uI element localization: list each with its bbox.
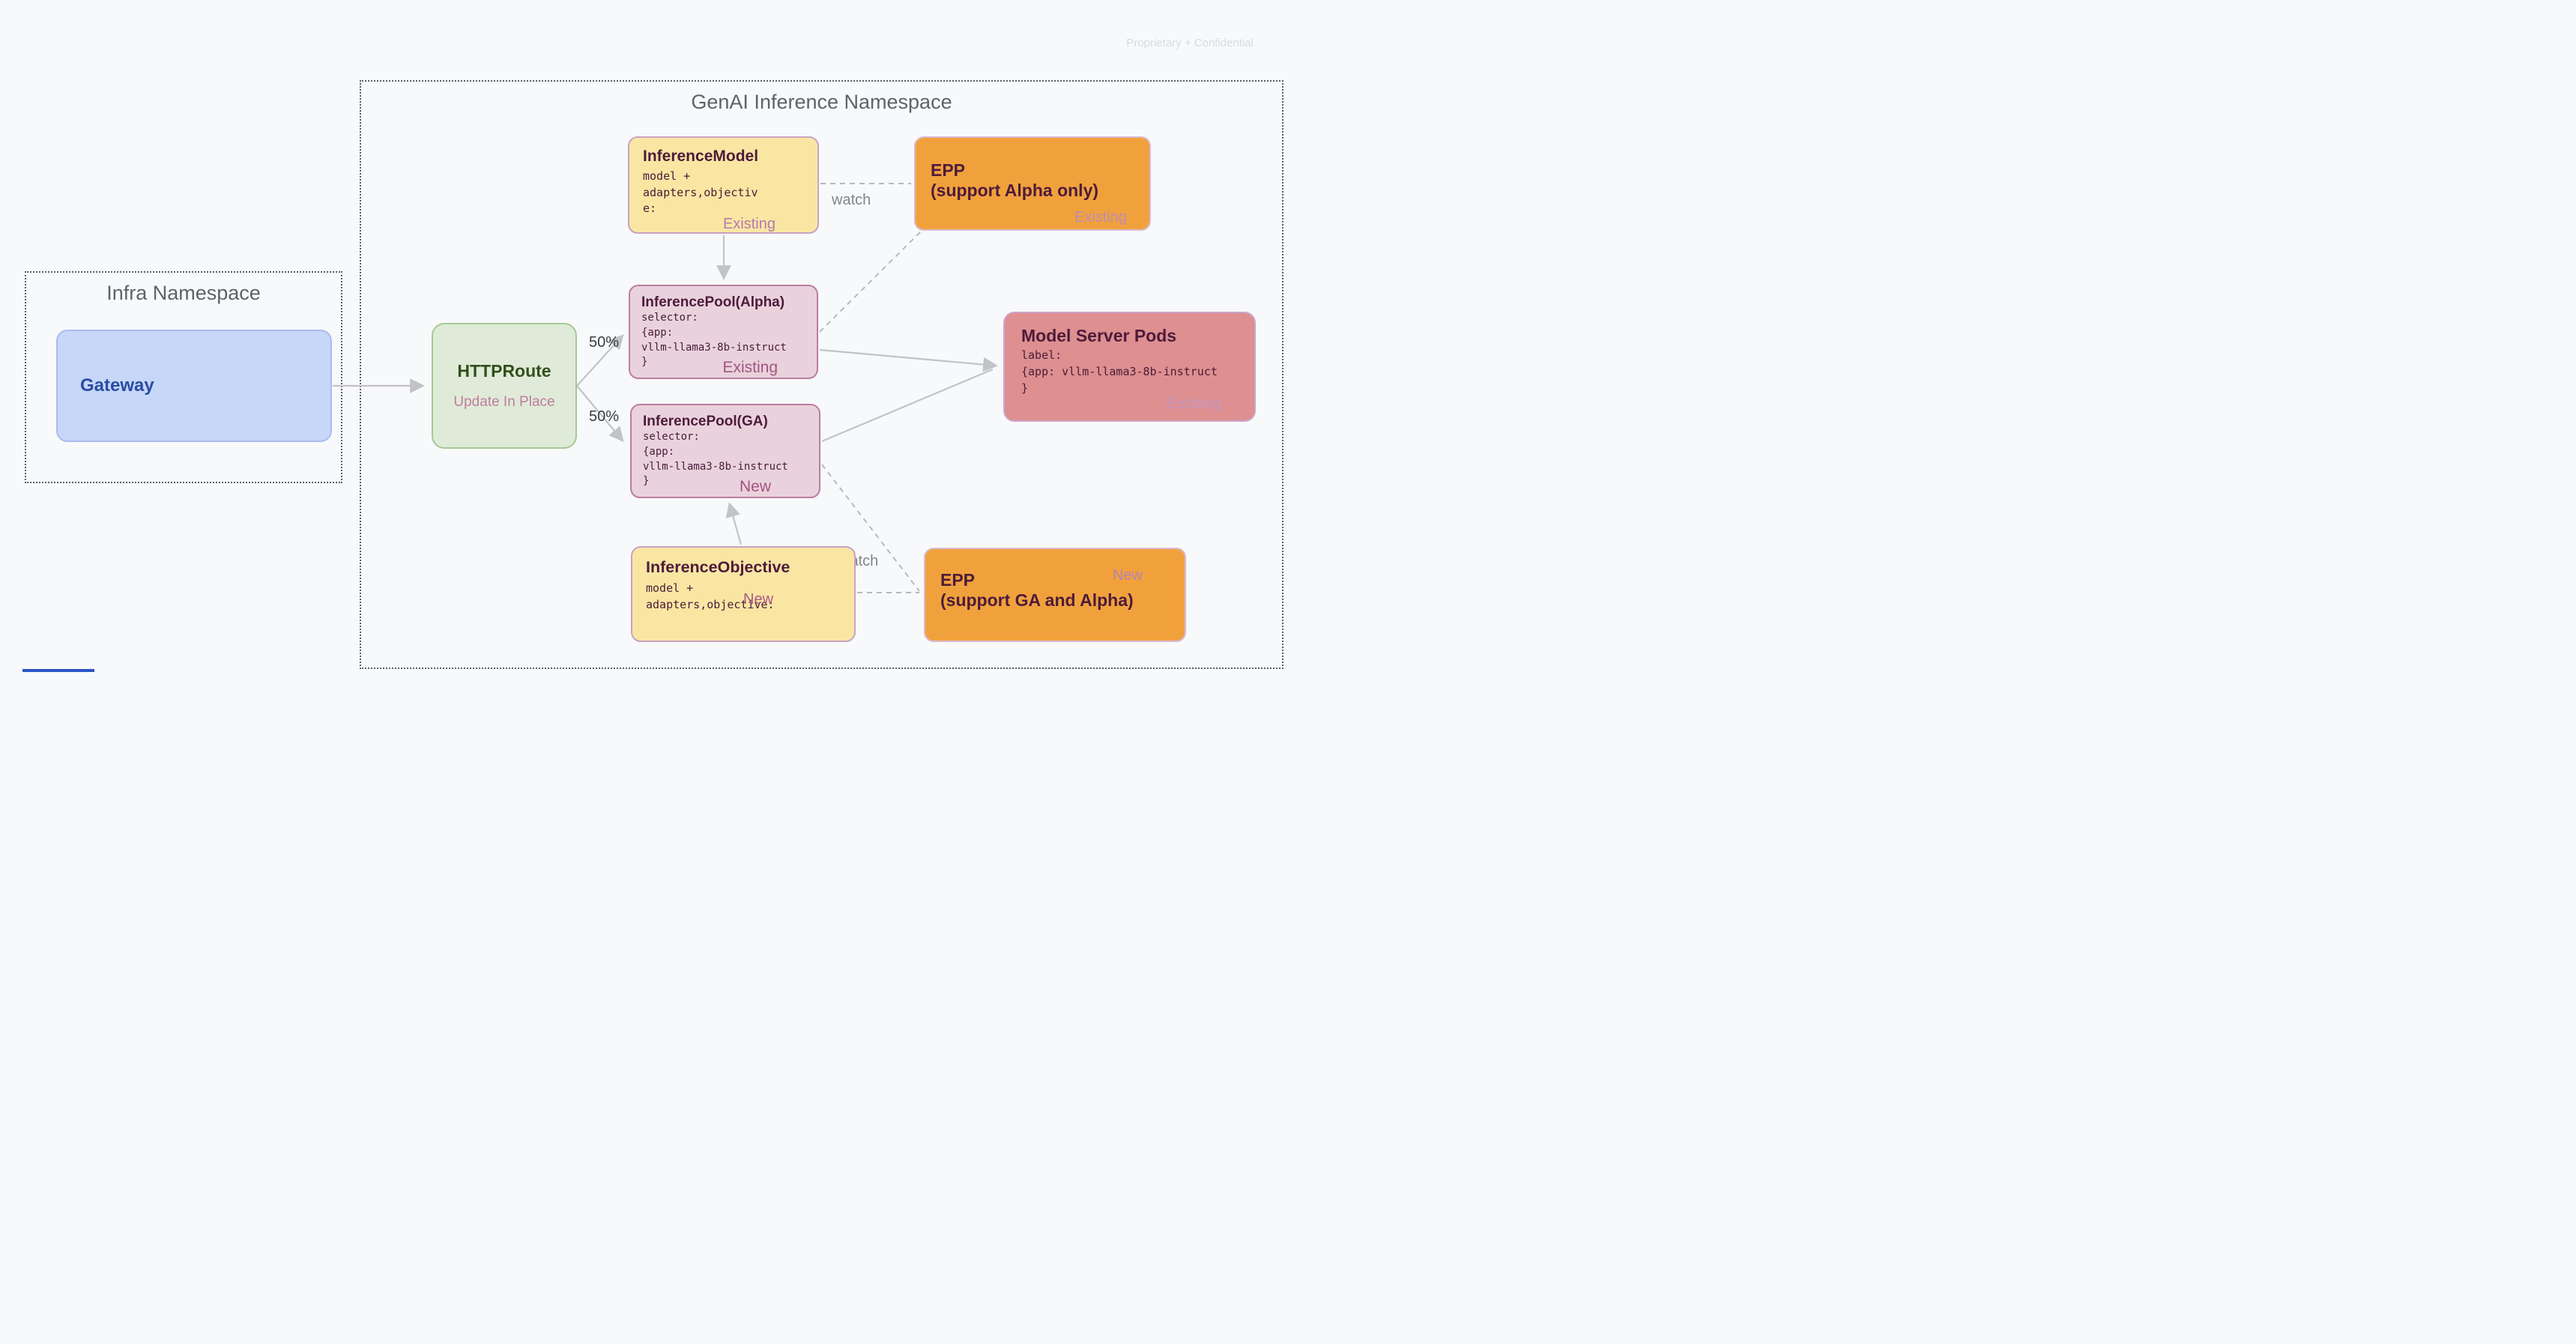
genai-namespace-title: GenAI Inference Namespace	[691, 91, 952, 113]
model-server-pods-label: label: {app: vllm-llama3-8b-instruct }	[1021, 348, 1218, 395]
httproute-node: HTTPRoute Update In Place	[432, 323, 577, 449]
epp-ga-node: EPP (support GA and Alpha) New	[924, 548, 1186, 642]
infra-namespace-title: Infra Namespace	[106, 282, 261, 304]
genai-inference-namespace-container: GenAI Inference Namespace	[360, 80, 1284, 669]
partial-slide-element	[22, 669, 94, 672]
inference-model-node: InferenceModel model + adapters,objectiv…	[628, 136, 819, 234]
inference-pool-ga-title: InferencePool(GA)	[643, 414, 768, 429]
model-server-pods-status-tag: Existing	[1166, 395, 1221, 412]
epp-alpha-title: EPP (support Alpha only)	[931, 160, 1099, 201]
model-server-pods-node: Model Server Pods label: {app: vllm-llam…	[1003, 312, 1256, 422]
httproute-title: HTTPRoute	[457, 361, 551, 381]
inference-pool-alpha-selector: selector: {app: vllm-llama3-8b-instruct …	[641, 312, 787, 369]
gateway-title: Gateway	[80, 375, 154, 396]
inference-objective-title: InferenceObjective	[646, 558, 790, 576]
httproute-subtitle: Update In Place	[453, 393, 555, 410]
inference-objective-status-tag: New	[743, 591, 774, 608]
epp-alpha-status-tag: Existing	[1074, 209, 1127, 225]
inference-model-title: InferenceModel	[643, 148, 759, 165]
confidentiality-watermark: Proprietary + Confidential	[1126, 37, 1254, 49]
inference-model-status-tag: Existing	[722, 216, 775, 232]
slide-canvas: Proprietary + Confidential GenAI Inferen…	[0, 0, 1288, 672]
model-server-pods-title: Model Server Pods	[1021, 326, 1177, 345]
epp-ga-title: EPP (support GA and Alpha)	[940, 570, 1134, 611]
epp-ga-status-tag: New	[1112, 567, 1143, 584]
inference-pool-alpha-status-tag: Existing	[722, 359, 778, 376]
infra-namespace-container: Infra Namespace	[25, 271, 342, 483]
inference-pool-ga-node: InferencePool(GA) selector: {app: vllm-l…	[630, 404, 820, 498]
inference-model-spec: model + adapters,objective:	[643, 169, 758, 216]
inference-pool-ga-selector: selector: {app: vllm-llama3-8b-instruct …	[643, 431, 788, 488]
inference-pool-alpha-title: InferencePool(Alpha)	[641, 294, 785, 310]
gateway-node: Gateway	[56, 330, 332, 442]
inference-pool-ga-status-tag: New	[739, 478, 771, 495]
inference-objective-spec: model + adapters,objective:	[646, 581, 775, 612]
epp-alpha-node: EPP (support Alpha only) Existing	[914, 136, 1151, 231]
inference-pool-alpha-node: InferencePool(Alpha) selector: {app: vll…	[629, 285, 818, 379]
inference-objective-node: InferenceObjective model + adapters,obje…	[631, 546, 856, 642]
